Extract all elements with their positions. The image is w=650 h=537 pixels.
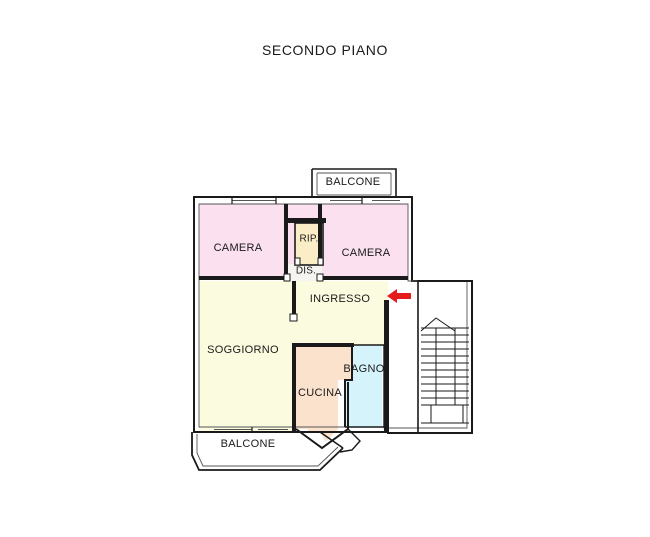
- room-label-dis: DIS.: [296, 266, 316, 277]
- wall-soggiorno-cucina: [292, 343, 296, 432]
- apartment-inner-wall: [198, 203, 468, 429]
- room-fill-bagno: [345, 345, 382, 427]
- wall-cucina-bagno: [344, 345, 353, 427]
- room-fill-camera-left: [199, 204, 284, 276]
- room-label-soggiorno: SOGGIORNO: [207, 344, 279, 356]
- page-title: SECONDO PIANO: [261, 42, 389, 58]
- rip-door-jamb-right: [317, 257, 324, 266]
- room-label-camera-left: CAMERA: [214, 242, 263, 254]
- wall-camera-left-bottom: [199, 276, 288, 280]
- wall-cucina-top: [292, 343, 354, 347]
- room-fill-camera-right: [322, 204, 408, 280]
- dis-door-jamb-right: [316, 273, 324, 282]
- rip-door-jamb-left: [294, 257, 301, 266]
- room-fill-dis: [288, 264, 322, 281]
- room-label-balcone-bottom: BALCONE: [221, 438, 276, 450]
- stair-head-arch: [420, 317, 456, 332]
- room-label-camera-right: CAMERA: [342, 247, 391, 259]
- room-label-rip: RIP.: [300, 234, 319, 245]
- room-label-cucina: CUCINA: [298, 387, 342, 399]
- room-label-bagno: BAGNO: [343, 363, 384, 375]
- room-label-balcone-top: BALCONE: [326, 176, 381, 188]
- room-fill-cucina: [296, 345, 352, 446]
- room-label-ingresso: INGRESSO: [310, 293, 371, 305]
- rip-wall-top: [288, 218, 326, 223]
- wall-soggiorno-door-jamb: [289, 313, 298, 322]
- room-fill-balcone-bottom: [192, 432, 333, 455]
- balcone-bottom-inner: [196, 434, 339, 467]
- stairwell-fill: [418, 281, 472, 433]
- wall-camera-right-bottom: [322, 276, 408, 280]
- entrance-arrow: [387, 289, 411, 303]
- balcone-cucina-connector: [339, 428, 361, 453]
- wall-camera-right-left: [318, 204, 322, 264]
- balcone-bottom-outline: [191, 432, 344, 471]
- wall-soggiorno-ingresso: [292, 281, 296, 314]
- stairwell-outline: [417, 280, 473, 434]
- wall-camera-left-right: [284, 204, 288, 281]
- balcone-bottom-right-edge: [319, 431, 344, 449]
- dis-door-jamb-left: [283, 273, 291, 282]
- wall-cucina-angled: [295, 382, 349, 450]
- balcone-top-outline: [312, 168, 397, 197]
- wall-ingresso-right: [384, 300, 389, 433]
